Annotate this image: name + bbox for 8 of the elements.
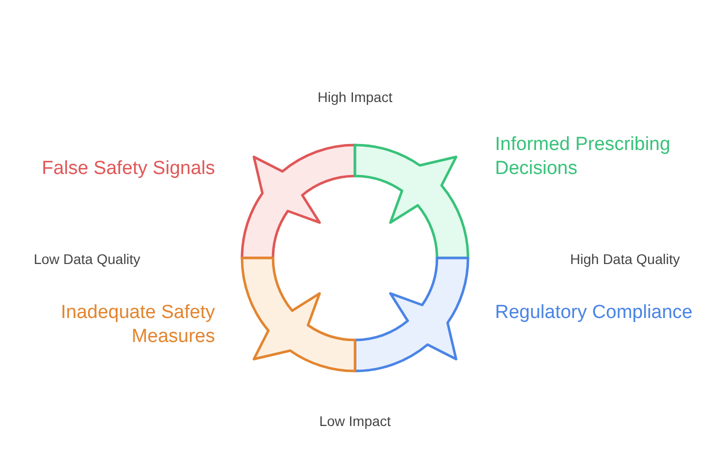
segment-label: False Safety Signals — [40, 157, 215, 181]
axis-label: Low Data Quality — [34, 251, 140, 267]
segment-label: Informed Prescribing Decisions — [495, 133, 672, 181]
axis-label: Low Impact — [319, 413, 391, 429]
segment-label: Regulatory Compliance — [495, 301, 694, 325]
axis-label: High Impact — [318, 89, 392, 105]
segment-label: Inadequate Safety Measures — [60, 301, 215, 349]
axis-label: High Data Quality — [570, 251, 680, 267]
